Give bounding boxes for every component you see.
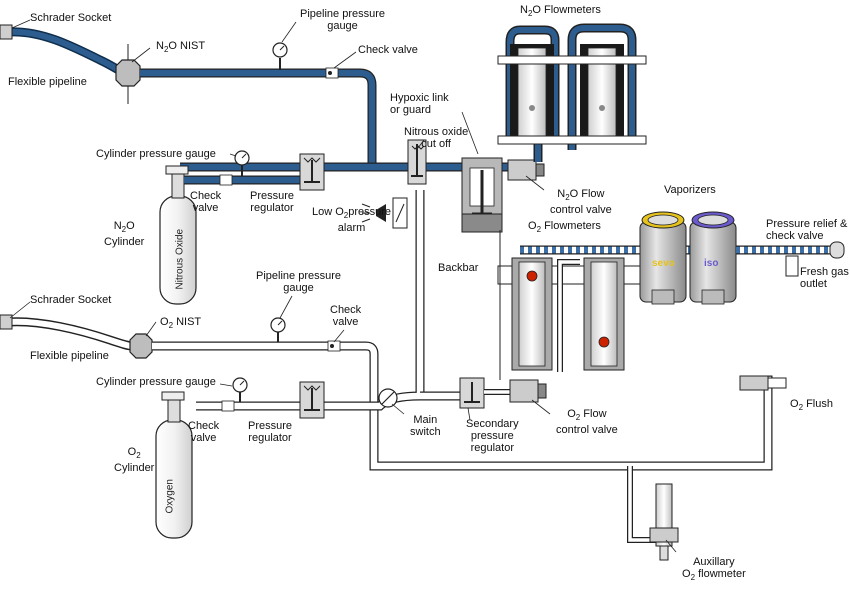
label-cylinder-gauge-n2o: Cylinder pressure gauge <box>96 148 216 160</box>
o2-flush-valve <box>739 375 787 391</box>
n2o-flexible-pipeline <box>3 27 133 79</box>
leader-lines <box>9 19 677 553</box>
label-pipeline-gauge-n2o: Pipeline pressure gauge <box>300 8 385 32</box>
label-n2o-flowmeters: N2O Flowmeters <box>520 4 601 19</box>
n2o-flowmeters <box>497 23 647 162</box>
label-o2-flowmeters: O2 Flowmeters <box>528 220 601 235</box>
label-check-valve-o2: Check valve <box>330 304 362 328</box>
n2o-nist-fitting <box>115 44 141 104</box>
o2-nist-fitting <box>129 333 153 359</box>
label-pipeline-gauge-o2: Pipeline pressure gauge <box>256 270 341 294</box>
label-pressure-regulator-n2o: Pressure regulator <box>250 190 295 214</box>
secondary-pressure-regulator <box>459 377 485 409</box>
label-check-valve-n2o: Check valve <box>358 44 418 56</box>
hypoxic-link <box>461 157 503 233</box>
label-check-valve-n2o-cylinder: Check valve <box>190 190 222 214</box>
label-pressure-relief: Pressure relief & check valve <box>766 218 848 242</box>
vaporizer-iso <box>689 211 737 305</box>
label-sevo: sevo <box>652 258 675 269</box>
label-main-switch: Main switch <box>410 414 441 438</box>
o2-pipeline-check-valve <box>327 340 341 352</box>
nitrous-oxide-cutoff <box>407 139 427 185</box>
auxiliary-o2-flowmeter <box>649 483 679 561</box>
o2-cylinder-gauge <box>232 377 248 402</box>
label-backbar: Backbar <box>438 262 479 274</box>
o2-cylinder-check-valve <box>221 400 235 412</box>
label-n2o-cylinder: N2O Cylinder <box>104 220 145 249</box>
o2-cylinder <box>155 391 193 539</box>
main-switch <box>378 388 398 408</box>
label-vaporizers: Vaporizers <box>664 184 716 196</box>
n2o-pipeline <box>140 68 515 172</box>
o2-flexible-pipeline <box>3 317 137 351</box>
vaporizer-sevo <box>639 211 687 305</box>
label-n2o-flow-control-valve: N2O Flow control valve <box>550 188 612 217</box>
label-oxygen-cylinder: Oxygen <box>164 479 176 514</box>
n2o-flow-control-valve <box>507 159 545 181</box>
label-schrader-socket-o2: Schrader Socket <box>30 294 112 306</box>
o2-pressure-regulator <box>299 381 325 419</box>
label-o2-flow-control-valve: O2 Flow control valve <box>556 408 618 437</box>
label-o2-flush: O2 Flush <box>790 398 833 413</box>
n2o-cylinder-line <box>184 174 300 186</box>
low-o2-alarm <box>361 197 408 229</box>
o2-pipeline-gauge <box>270 317 286 342</box>
label-nitrous-oxide-cutoff: Nitrous oxide cut off <box>404 126 469 150</box>
label-nitrous-oxide-cylinder: Nitrous Oxide <box>174 228 186 290</box>
label-secondary-pressure-regulator: Secondary pressure regulator <box>466 418 519 454</box>
n2o-pipeline-check-valve <box>325 67 339 79</box>
label-flexible-pipeline-n2o: Flexible pipeline <box>8 76 87 88</box>
label-hypoxic-link: Hypoxic link or guard <box>390 92 449 116</box>
o2-schrader-socket <box>0 314 13 330</box>
label-cylinder-gauge-o2: Cylinder pressure gauge <box>96 376 216 388</box>
n2o-pressure-regulator <box>299 153 325 191</box>
fresh-gas-outlet <box>736 241 845 277</box>
n2o-cylinder <box>159 165 197 305</box>
n2o-pipeline-gauge <box>272 42 288 70</box>
label-n2o-nist: N2O NIST <box>156 40 206 55</box>
label-low-o2-alarm: Low O2pressure alarm <box>312 206 392 235</box>
label-fresh-gas-outlet: Fresh gas outlet <box>800 266 849 290</box>
label-iso: iso <box>704 258 719 269</box>
o2-flow-control-valve <box>484 230 547 403</box>
label-pressure-regulator-o2: Pressure regulator <box>248 420 293 444</box>
label-schrader-socket-n2o: Schrader Socket <box>30 12 112 24</box>
label-o2-nist: O2 NIST <box>160 316 202 331</box>
label-flexible-pipeline-o2: Flexible pipeline <box>30 350 109 362</box>
label-check-valve-o2-cylinder: Check valve <box>188 420 220 444</box>
n2o-schrader-socket <box>0 24 13 40</box>
label-o2-cylinder: O2 Cylinder <box>114 446 155 475</box>
o2-flowmeters <box>511 257 625 372</box>
